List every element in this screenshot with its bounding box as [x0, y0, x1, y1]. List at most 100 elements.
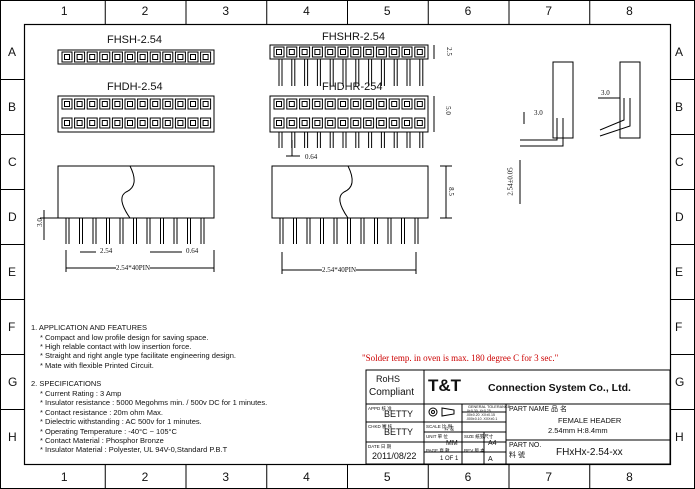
contact-cell [388, 98, 400, 110]
grid-col-label: 6 [464, 470, 472, 484]
contact-cell [414, 117, 426, 129]
contact-cell [337, 98, 349, 110]
contact-hole [190, 101, 196, 107]
spec-item: * Contact Material : Phosphor Bronze [40, 436, 164, 445]
application-item: * Straight and right angle type facilita… [40, 351, 236, 361]
contact-hole [416, 101, 423, 107]
contact-hole [365, 49, 372, 55]
grid-row-label: B [8, 100, 17, 114]
chkd-name: BETTY [384, 427, 414, 437]
contact-cell [99, 117, 111, 129]
part-name-line1: FEMALE HEADER [558, 416, 622, 425]
spec-item: * Operating Temperature : -40°C ~ 105°C [40, 426, 177, 436]
contact-cell [187, 51, 199, 63]
contact-cell [174, 117, 186, 129]
contact-cell [375, 46, 387, 58]
contact-hole [327, 49, 334, 55]
contact-cell [61, 117, 73, 129]
contact-cell [200, 51, 212, 63]
contact-cell [111, 98, 123, 110]
contact-cell [74, 98, 86, 110]
contact-hole [314, 101, 321, 107]
contact-hole [190, 54, 196, 60]
rev-label: REV 版 本 [464, 448, 485, 453]
company-logo: T&T [428, 376, 462, 395]
contact-cell [388, 117, 400, 129]
contact-cell [363, 98, 375, 110]
contact-cell [401, 46, 413, 58]
part-name-line2: 2.54mm H:8.4mm [548, 426, 608, 435]
dim-3-0-side-b: 3.0 [601, 89, 610, 97]
fhdhr-drawing [269, 95, 435, 157]
contact-hole [127, 54, 133, 60]
scale-value: 公 差 [444, 426, 455, 431]
fhsh-drawing [57, 49, 215, 65]
grid-row-label: H [675, 430, 684, 444]
spec-item: * Insulator resistance : 5000 Megohms mi… [40, 398, 268, 408]
grid-row-label: E [8, 265, 17, 279]
part-name-label: PART NAME 品 名 [509, 406, 567, 413]
contact-cell [162, 51, 174, 63]
grid-col-label: 5 [383, 4, 391, 18]
contact-hole [276, 120, 282, 126]
contact-cell [99, 51, 111, 63]
contact-cell [124, 98, 136, 110]
contact-cell [86, 51, 98, 63]
spec-item: * Current Rating : 3 Amp [40, 389, 122, 398]
contact-hole [76, 54, 83, 60]
contact-cell [111, 117, 123, 129]
company-name: Connection System Co., Ltd. [488, 382, 631, 394]
contact-hole [288, 101, 295, 107]
contact-cell [174, 98, 186, 110]
contact-hole [177, 120, 184, 126]
contact-cell [137, 117, 149, 129]
dim-8-5: 8.5 [446, 187, 455, 196]
dim-pitch-right: 2.54*40PIN [322, 266, 357, 274]
label-fhdhr: FHDHR-254 [322, 81, 383, 93]
contact-hole [288, 49, 295, 55]
contact-cell [299, 117, 311, 129]
grid-col-label: 4 [303, 470, 310, 484]
contact-hole [416, 49, 423, 55]
dim-0-64-right: 0.64 [305, 153, 318, 161]
contact-hole [139, 54, 146, 60]
contact-hole [301, 120, 308, 126]
contact-cell [414, 46, 426, 58]
contact-hole [352, 120, 359, 126]
contact-hole [139, 120, 146, 126]
grid-col-label: 1 [60, 470, 68, 484]
contact-hole [391, 101, 398, 107]
date-value: 2011/08/22 [372, 451, 417, 461]
contact-hole [288, 120, 295, 126]
rev-value: A [488, 456, 493, 463]
contact-cell [137, 98, 149, 110]
contact-hole [276, 49, 282, 55]
contact-cell [286, 98, 298, 110]
title-block-frame [365, 369, 671, 465]
page-value: 1 OF 1 [440, 456, 459, 462]
contact-cell [324, 98, 336, 110]
contact-hole [340, 49, 346, 55]
spec-item: * Insulator Material : Polyester, UL 94V… [40, 445, 228, 455]
contact-cell [311, 46, 323, 58]
contact-cell [61, 51, 73, 63]
contact-cell [375, 98, 387, 110]
contact-hole [76, 101, 83, 107]
contact-cell [286, 117, 298, 129]
contact-hole [314, 49, 321, 55]
contact-hole [301, 101, 308, 107]
label-fhsh: FHSH-2.54 [107, 34, 163, 46]
contact-cell [401, 117, 413, 129]
dim-5-0: 5.0 [443, 106, 452, 115]
spec-item: * Dielectric withstanding : AC 500v for … [40, 417, 202, 427]
spec-item: * Contact resistance : 20m ohm Max. [40, 407, 163, 417]
part-no-label-2: 料 號 [509, 452, 525, 459]
contact-hole [378, 101, 385, 107]
contact-hole [164, 120, 171, 126]
contact-cell [273, 46, 285, 58]
contact-hole [327, 120, 334, 126]
side-view-left [40, 165, 215, 272]
contact-hole [314, 120, 321, 126]
contact-cell [273, 98, 285, 110]
